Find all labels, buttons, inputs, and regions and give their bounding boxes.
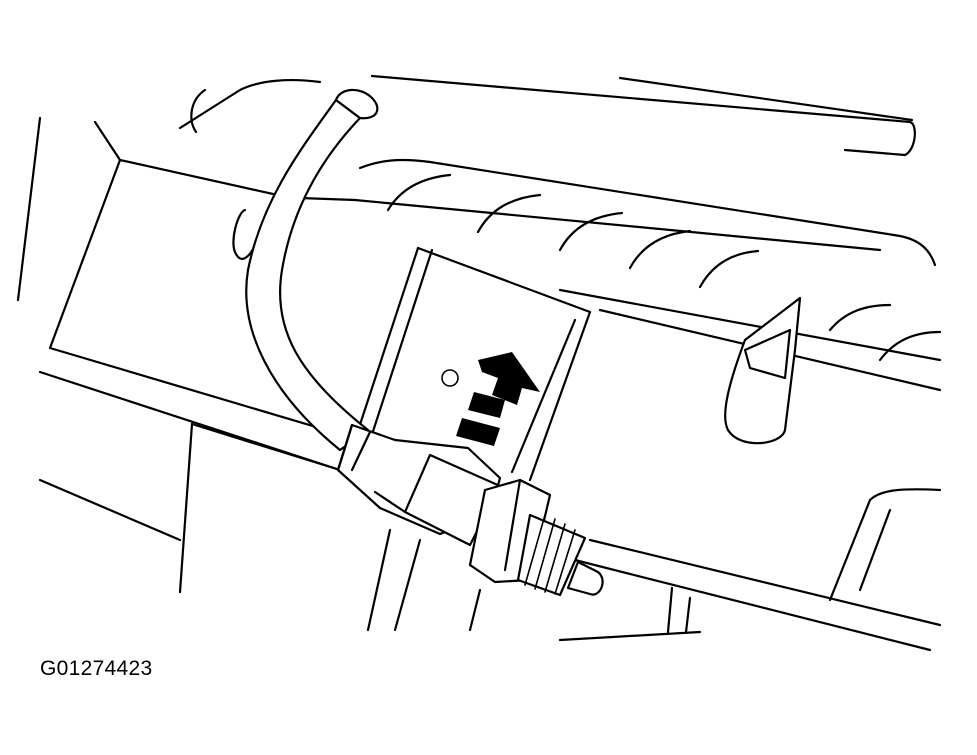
engine-cover-upper [178, 74, 937, 267]
left-housing [16, 116, 362, 594]
mounting-bracket [348, 246, 592, 632]
temperature-sensor [336, 423, 604, 597]
arrow-up-right-icon [478, 352, 540, 405]
figure-id-label: G01274423 [40, 657, 153, 680]
marking-bar [456, 418, 500, 446]
marking-bar [468, 392, 505, 418]
ribbed-hose [386, 173, 942, 392]
direction-markings [441, 352, 540, 446]
sensor-wire-harness [245, 88, 379, 452]
circle-marker-icon [441, 369, 459, 387]
retaining-clip [724, 296, 802, 445]
lower-right-panel [468, 488, 942, 652]
